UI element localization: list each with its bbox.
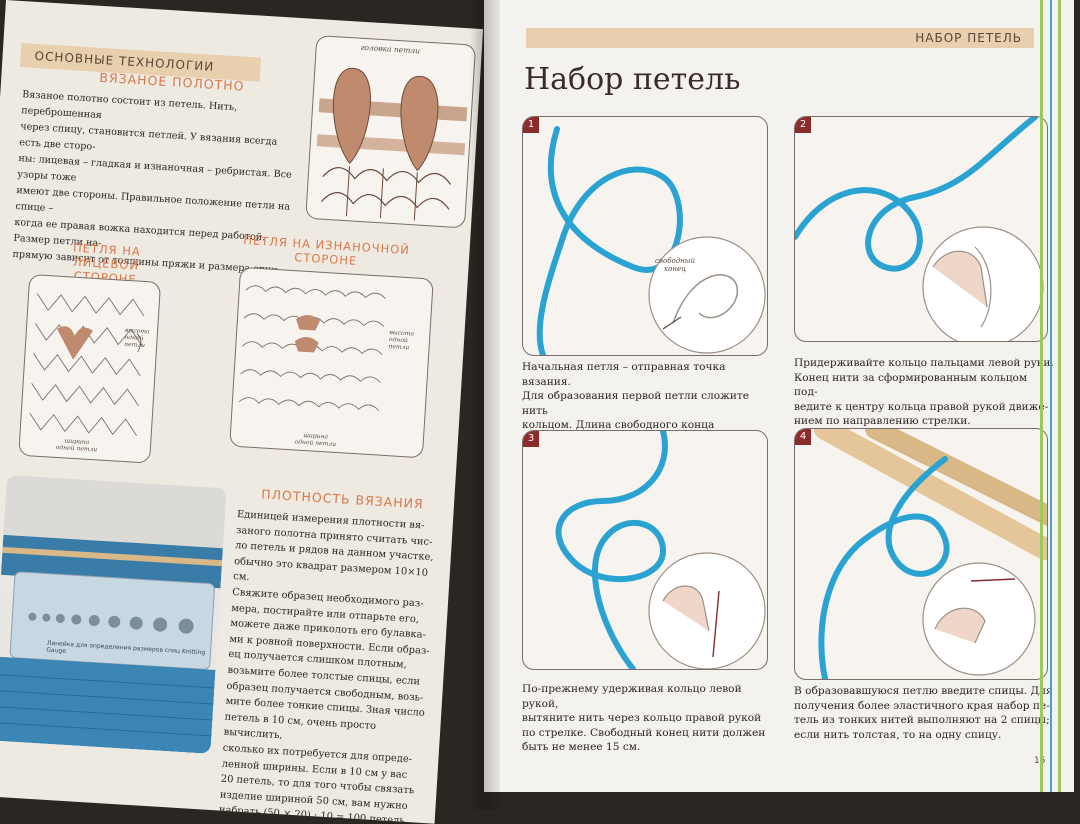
front-loop-svg: [29, 293, 145, 437]
step-caption-line: быть не менее 15 см.: [522, 741, 641, 754]
step-caption-line: если нить толстая, то на одну спицу.: [794, 728, 1002, 741]
back-loop-svg: [238, 285, 386, 411]
step-2-caption: Придерживайте кольцо пальцами левой руки…: [794, 356, 1054, 429]
step-4-number: 4: [795, 429, 811, 445]
step-4-caption: В образовавшуюся петлю введите спицы. Дл…: [794, 684, 1056, 742]
step-4-svg: [814, 429, 1047, 679]
step-3-caption: По-прежнему удерживая кольцо левой рукой…: [522, 682, 772, 755]
step-caption-line: тель из тонких нитей выполняют на 2 спиц…: [794, 714, 1050, 727]
step-caption-line: получения более эластичного края набор п…: [794, 699, 1050, 712]
section-band: [526, 28, 1034, 48]
step-1-image: 1 свободный конец: [522, 116, 768, 356]
gauge-photo: Линейка для определения размеров спиц Kn…: [0, 474, 227, 754]
free-end-label-line: свободный: [655, 257, 695, 265]
page-title: Набор петель: [524, 62, 741, 97]
step-caption-line: В образовавшуюся петлю введите спицы. Дл…: [794, 685, 1053, 697]
front-height-label-line: петли: [123, 340, 146, 350]
section-band-label: НАБОР ПЕТЕЛЬ: [915, 31, 1022, 45]
stitch-diagram: головка петли: [305, 35, 477, 229]
step-caption-line: Начальная петля – отправная точка вязани…: [522, 361, 726, 388]
back-height-label-line: петли: [388, 343, 410, 352]
free-end-label: свободный конец: [655, 257, 695, 273]
gauge-photo-svg: [0, 474, 227, 754]
back-width-label: ширина одной петли: [294, 431, 336, 448]
back-height-label: высота одной петли: [388, 329, 414, 351]
step-1-svg: [536, 126, 766, 355]
step-caption-line: Придерживайте кольцо пальцами левой руки…: [794, 357, 1054, 369]
back-loop-diagram: высота одной петли ширина одной петли: [229, 266, 434, 459]
right-page: НАБОР ПЕТЕЛЬ Набор петель 1 свободный ко…: [484, 0, 1074, 792]
front-height-label: высота одной петли: [124, 327, 150, 349]
left-page: ОСНОВНЫЕ ТЕХНОЛОГИИ ВЯЗАНОЕ ПОЛОТНО Вяза…: [0, 0, 484, 824]
step-1-number: 1: [523, 117, 539, 133]
step-2-number: 2: [795, 117, 811, 133]
step-caption-line: вытяните нить через кольцо правой рукой: [522, 712, 762, 725]
step-3-svg: [555, 431, 766, 669]
step-caption-line: По-прежнему удерживая кольцо левой рукой…: [522, 683, 742, 710]
front-width-label: ширина одной петли: [56, 437, 98, 453]
right-page-number: 15: [1034, 756, 1046, 766]
gauge-heading: ПЛОТНОСТЬ ВЯЗАНИЯ: [260, 486, 425, 512]
step-3-image: 3: [522, 430, 768, 670]
step-caption-line: нием по направлению стрелки.: [794, 415, 971, 428]
decorative-stripes: [1040, 0, 1061, 792]
step-4-image: 4: [794, 428, 1048, 680]
step-caption-line: Для образования первой петли сложите нит…: [522, 390, 750, 417]
step-2-svg: [795, 117, 1044, 341]
step-3-number: 3: [523, 431, 539, 447]
step-caption-line: ведите к центру кольца правой рукой движ…: [794, 400, 1049, 413]
stitch-diagram-svg: [316, 67, 468, 221]
step-2-image: 2: [794, 116, 1048, 342]
step-caption-line: по стрелке. Свободный конец нити должен: [522, 726, 766, 739]
gauge-text: Единицей измерения плотности вя-заного п…: [218, 507, 447, 824]
free-end-label-line: конец: [663, 265, 686, 273]
step-caption-line: Конец нити за сформированным кольцом под…: [794, 371, 1028, 399]
front-loop-diagram: высота одной петли ширина одной петли: [18, 273, 162, 464]
